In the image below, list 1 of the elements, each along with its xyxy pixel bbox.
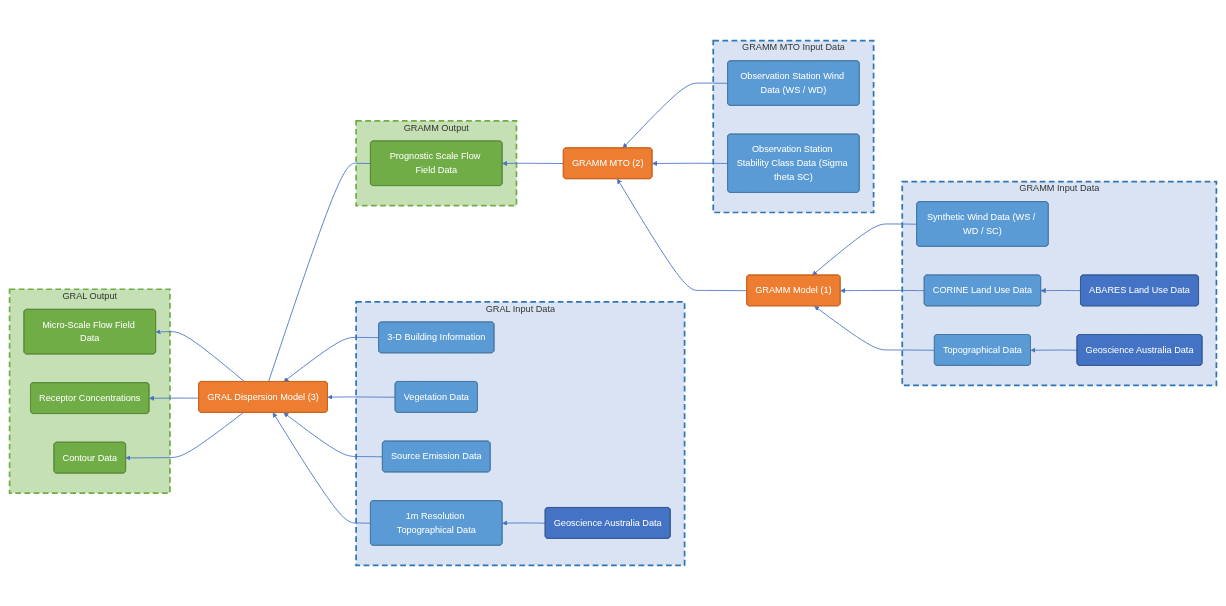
connector <box>268 162 372 383</box>
